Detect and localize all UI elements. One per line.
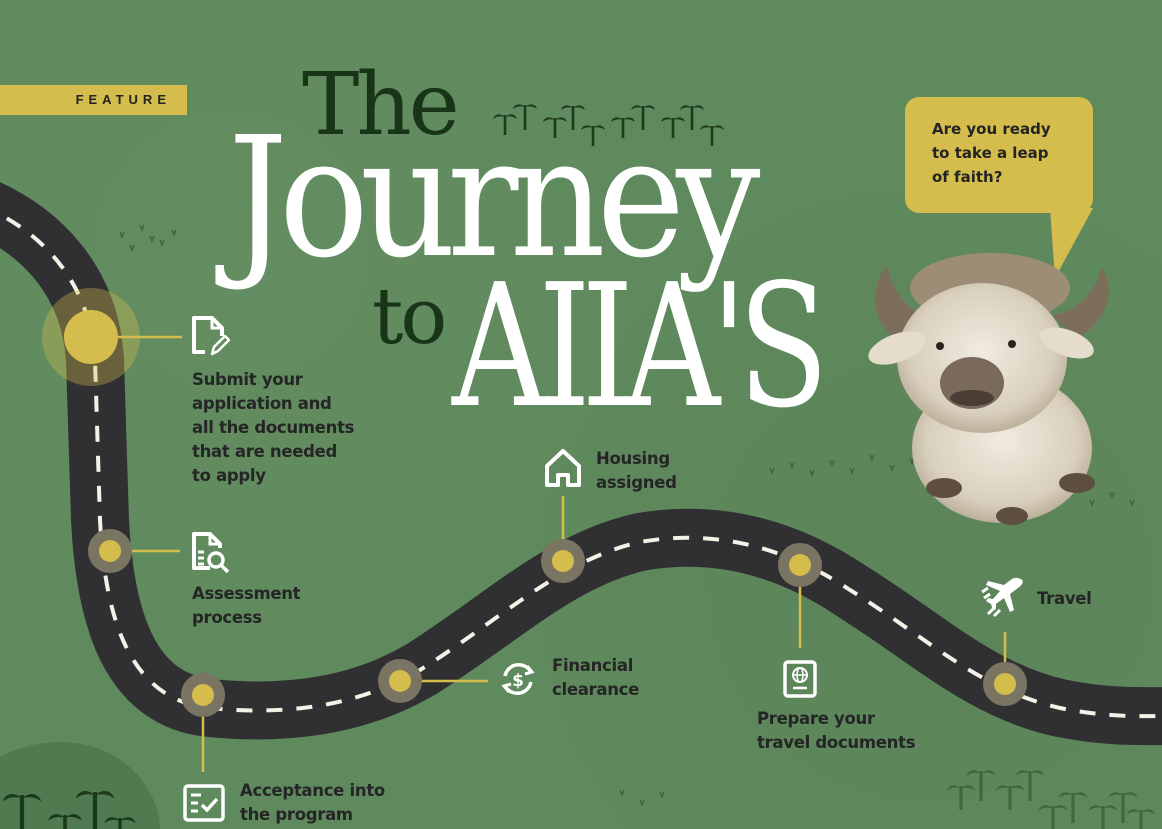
label-line: Assessment — [192, 584, 301, 603]
feature-tag-label: FEATURE — [75, 92, 171, 107]
label-line: Submit your — [192, 370, 303, 389]
label-line: Acceptance into — [240, 781, 385, 800]
passport-icon — [783, 660, 817, 698]
bison-mascot-image — [868, 253, 1109, 525]
step-label-financial: Financial clearance — [552, 654, 639, 702]
palm-trees-top — [493, 104, 724, 146]
speech-bubble-text: Are you ready to take a leap of faith? — [932, 117, 1082, 189]
milestone-housing — [541, 539, 585, 583]
step-label-housing: Housing assigned — [596, 447, 677, 495]
step-label-documents: Prepare your travel documents — [757, 707, 916, 755]
speech-bubble-tail — [1050, 208, 1093, 278]
label-line: that are needed — [192, 442, 338, 461]
step-label-submit: Submit your application and all the docu… — [192, 368, 354, 488]
speech-bubble: Are you ready to take a leap of faith? — [905, 97, 1093, 213]
milestone-submit — [42, 288, 140, 386]
label-line: process — [192, 608, 262, 627]
milestone-financial — [378, 659, 422, 703]
speech-line: to take a leap — [932, 144, 1049, 162]
milestone-documents — [778, 543, 822, 587]
document-edit-icon — [192, 316, 230, 356]
palm-trees-bottom-right — [946, 770, 1156, 829]
checklist-icon — [183, 784, 225, 822]
label-line: Housing — [596, 449, 670, 468]
label-line: assigned — [596, 473, 677, 492]
step-label-assessment: Assessment process — [192, 582, 301, 630]
title-to: to — [372, 272, 447, 362]
label-line: clearance — [552, 680, 640, 699]
palm-trees-bottom-left — [2, 791, 136, 829]
speech-line: Are you ready — [932, 120, 1051, 138]
speech-line: of faith? — [932, 168, 1003, 186]
title-the: The — [302, 55, 460, 155]
document-search-icon — [192, 532, 230, 574]
label-line: Prepare your — [757, 709, 875, 728]
step-label-acceptance: Acceptance into the program — [240, 779, 385, 827]
dollar-cycle-icon: $ — [501, 663, 535, 695]
label-line: Financial — [552, 656, 634, 675]
label-line: application and — [192, 394, 332, 413]
step-label-travel: Travel — [1037, 587, 1092, 611]
feature-tag: FEATURE — [0, 85, 187, 115]
milestone-travel — [983, 662, 1027, 706]
milestone-assessment — [88, 529, 132, 573]
label-line: Travel — [1037, 589, 1092, 608]
label-line: all the documents — [192, 418, 355, 437]
label-line: travel documents — [757, 733, 916, 752]
title-journey: Journey — [228, 102, 761, 295]
label-line: to apply — [192, 466, 266, 485]
milestone-acceptance — [181, 673, 225, 717]
airplane-icon — [981, 577, 1023, 618]
label-line: the program — [240, 805, 353, 824]
svg-text:$: $ — [512, 671, 524, 691]
title-aiias: AIIA'S — [452, 248, 829, 446]
house-icon — [545, 449, 581, 487]
